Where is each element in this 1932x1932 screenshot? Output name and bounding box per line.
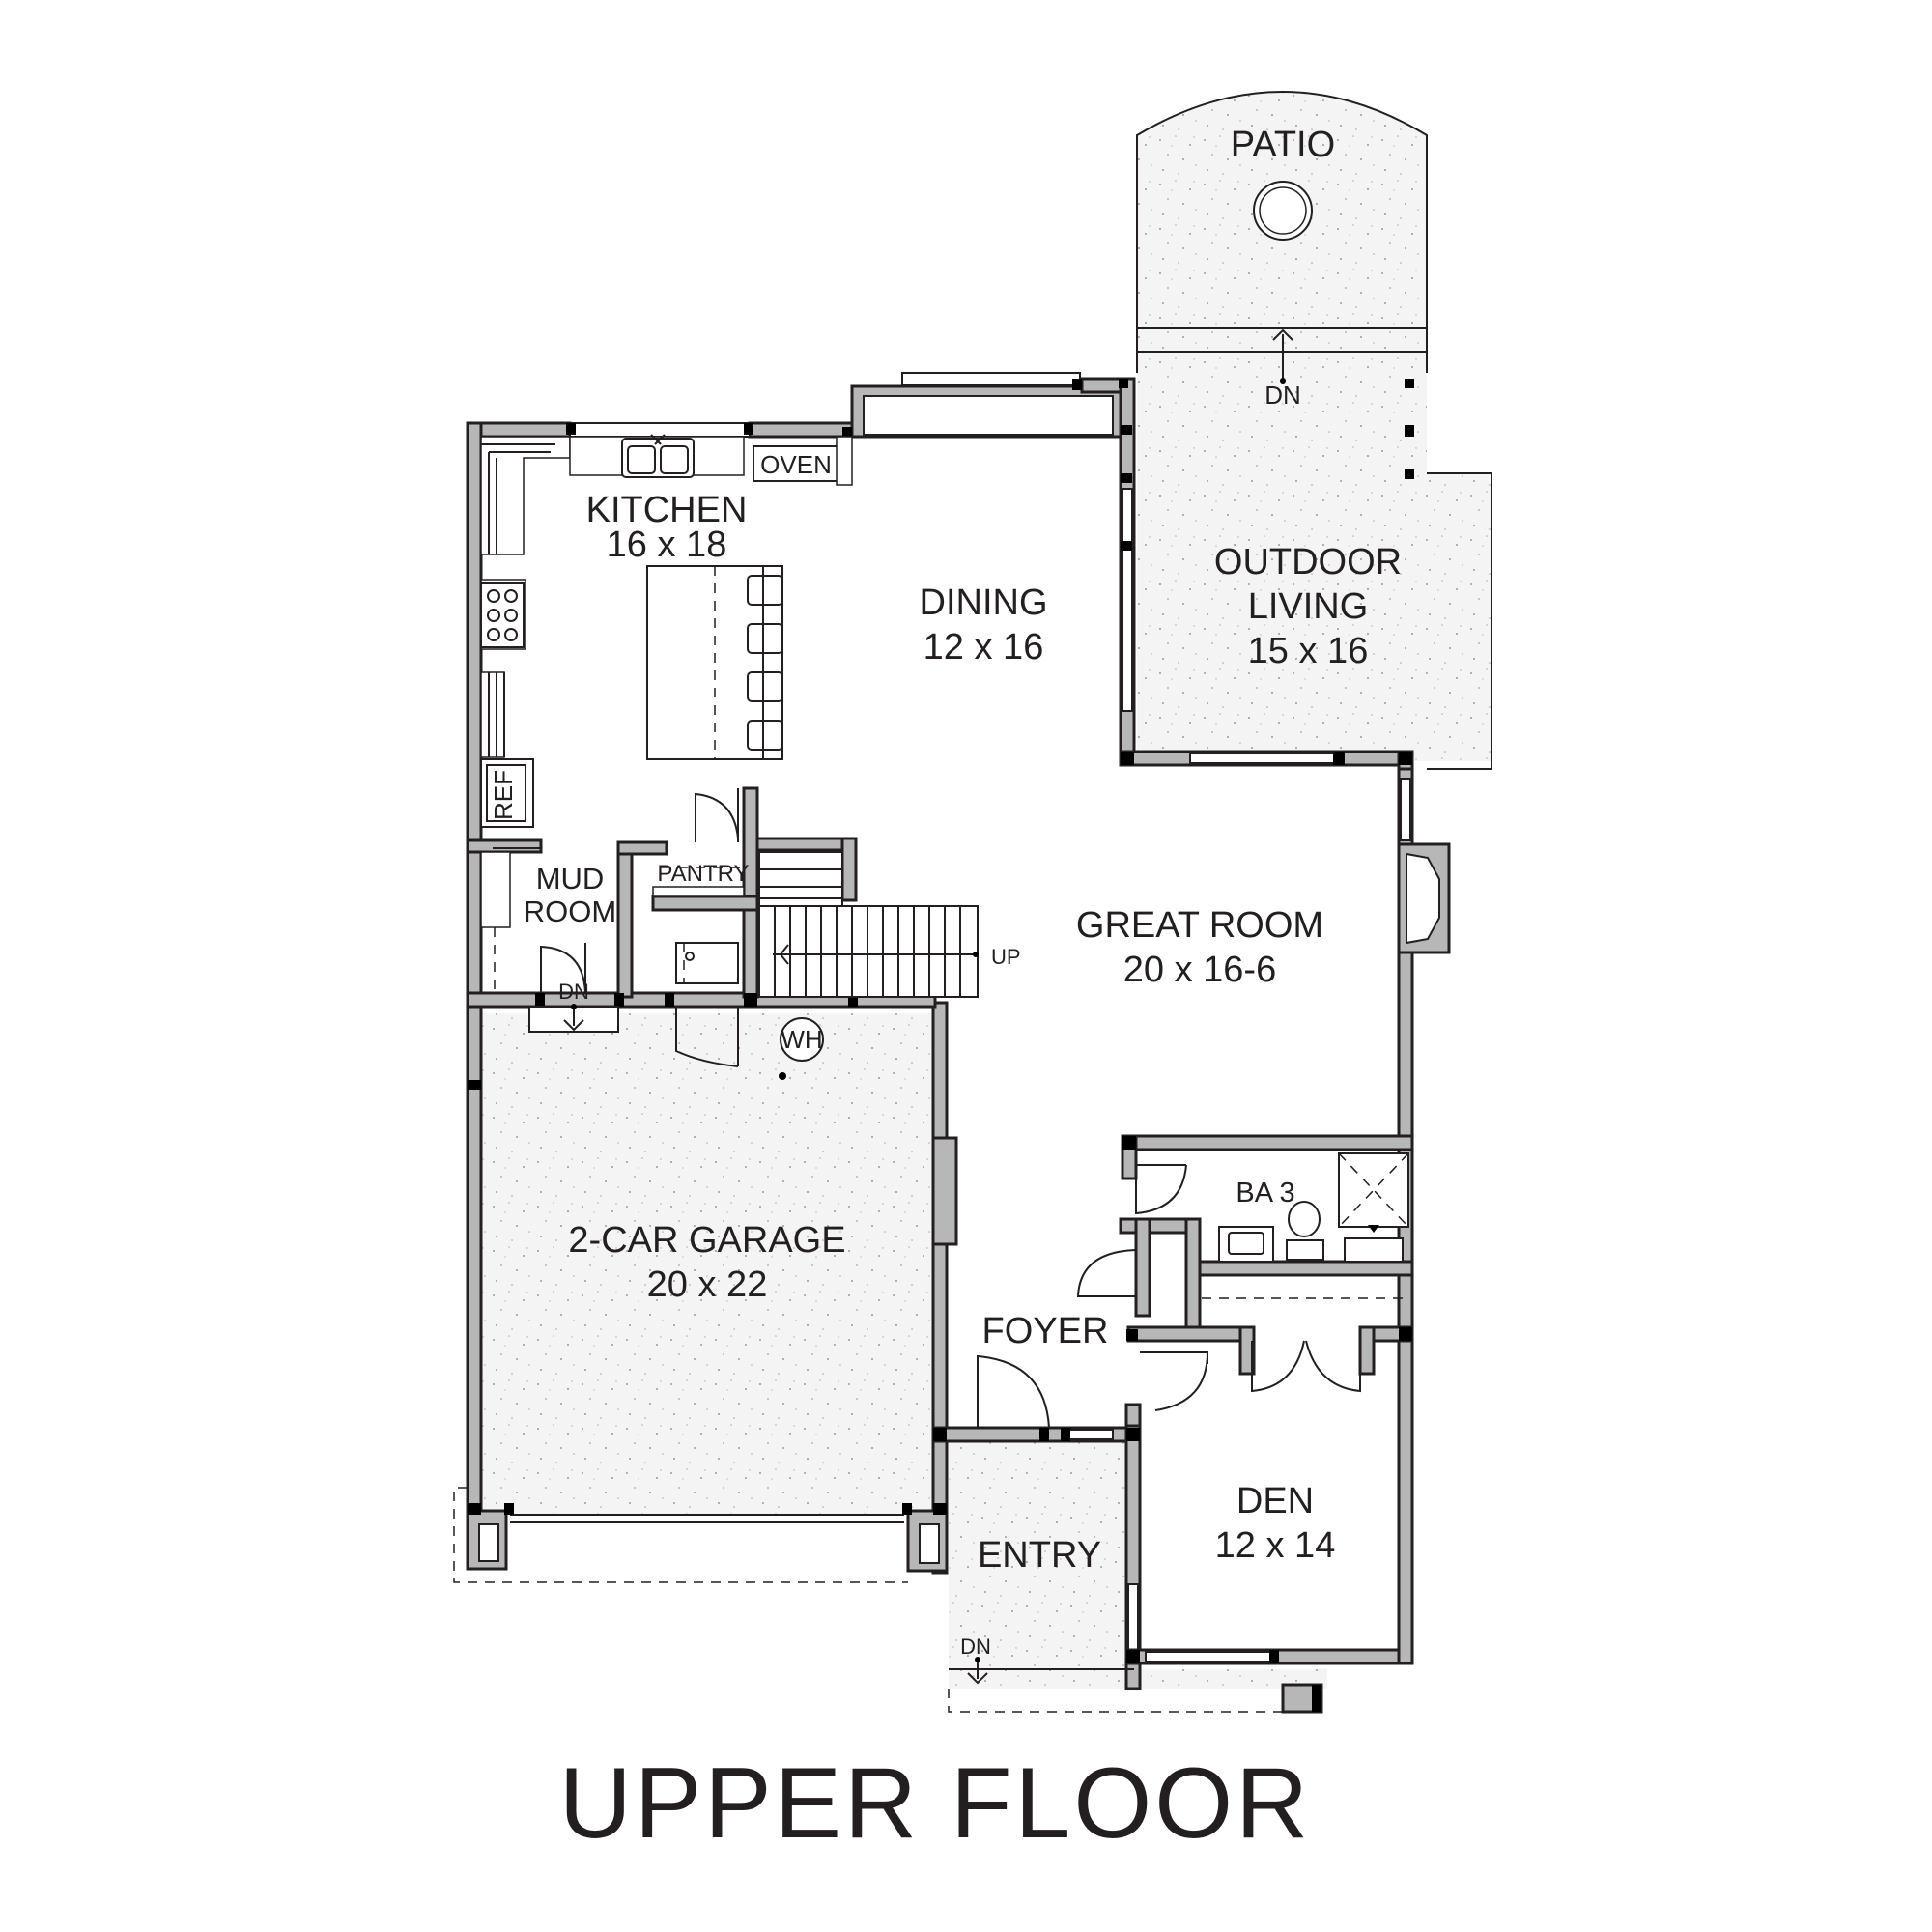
outdoor-living-size: 15 x 16	[1248, 631, 1369, 671]
bath3-label: BA 3	[1236, 1178, 1294, 1208]
patio-dn-label: DN	[1264, 381, 1301, 410]
fire-pit	[1253, 181, 1313, 241]
garage-size: 20 x 22	[647, 1264, 768, 1305]
kitchen-size: 16 x 18	[607, 525, 727, 565]
dining-label: DINING	[920, 582, 1048, 623]
wh-label: WH	[781, 1025, 822, 1054]
toilet-icon	[1286, 1201, 1324, 1261]
ref-label: REF	[489, 770, 518, 820]
mud-dn-label: DN	[558, 980, 589, 1004]
kitchen-sink-icon	[621, 434, 695, 478]
mud-room-label-2: ROOM	[524, 895, 616, 928]
outdoor-living-label-1: OUTDOOR	[1214, 542, 1402, 582]
den-size: 12 x 14	[1215, 1525, 1336, 1566]
outdoor-living-area	[1137, 373, 1427, 761]
water-heater-icon	[780, 1017, 824, 1062]
foyer-label: FOYER	[982, 1311, 1109, 1351]
den-label: DEN	[1236, 1481, 1314, 1521]
entry-area	[949, 1441, 1134, 1689]
pantry-shelf	[652, 886, 745, 897]
kitchen-label: KITCHEN	[586, 490, 748, 530]
entry-dn-label: DN	[960, 1634, 991, 1659]
pantry-label: PANTRY	[657, 861, 749, 887]
garage-area	[480, 1013, 932, 1514]
shower-icon	[1338, 1152, 1409, 1228]
range-icon	[480, 582, 525, 648]
floor-title: UPPER FLOOR	[559, 1747, 1311, 1860]
oven-label: OVEN	[760, 450, 832, 479]
great-room-label: GREAT ROOM	[1076, 905, 1323, 946]
mud-room-label-1: MUD	[536, 862, 605, 895]
oven-icon	[753, 445, 839, 482]
dining-size: 12 x 16	[923, 627, 1044, 668]
patio-label: PATIO	[1231, 125, 1335, 165]
garage-label: 2-CAR GARAGE	[568, 1220, 845, 1261]
entry-label: ENTRY	[978, 1535, 1101, 1576]
main-stair	[758, 851, 979, 998]
stair-up-label: UP	[991, 945, 1021, 969]
columns	[468, 379, 1414, 1663]
walls	[466, 372, 1451, 1690]
great-room-size: 20 x 16-6	[1123, 950, 1276, 990]
washer-icon	[675, 942, 739, 984]
kitchen-island	[646, 565, 783, 760]
outdoor-living-label-2: LIVING	[1248, 586, 1369, 627]
